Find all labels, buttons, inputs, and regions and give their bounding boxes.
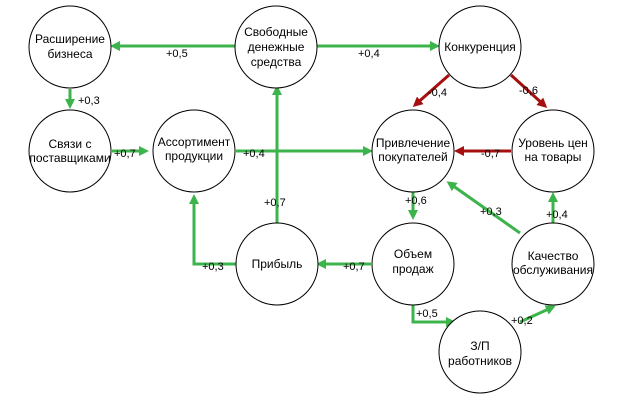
edge-competition-to-customer-attraction	[412, 73, 450, 107]
node-staff-salary: З/П работников	[438, 310, 522, 394]
edge-label: +0,7	[114, 148, 136, 160]
node-price-level: Уровень цен на товары	[511, 109, 595, 193]
node-service-quality: Качество обслуживания	[511, 222, 595, 306]
edge-profit-to-assortment	[189, 194, 236, 266]
edges	[65, 41, 558, 327]
edge-label: +0,6	[405, 195, 427, 207]
edge-label: -0,4	[428, 87, 447, 99]
edge-staff-salary-to-service-quality	[519, 305, 556, 324]
node-label: денежные	[248, 40, 305, 54]
node-label: Свободные	[244, 25, 308, 39]
node-sales-volume: Объем продаж	[371, 222, 455, 306]
node-label: обслуживания	[513, 263, 593, 277]
edge-label: +0,3	[480, 206, 502, 218]
node-supplier-relations: Связи с поставщиками	[28, 109, 112, 193]
node-profit: Прибыль	[235, 222, 319, 306]
node-label: продукции	[165, 149, 223, 163]
edge-label: +0,3	[78, 95, 100, 107]
node-label: Объем	[394, 247, 432, 261]
node-label: продаж	[392, 262, 433, 276]
edge-label: -0,6	[519, 85, 538, 97]
edge-label: +0,3	[202, 261, 224, 273]
node-customer-attraction: Привлечение покупателей	[371, 109, 455, 193]
node-label: покупателей	[378, 150, 447, 164]
node-label: Уровень цен	[518, 136, 588, 150]
edge-labels: +0,5 +0,4 +0,3 +0,7 +0,4 -0,4 -0,6 -0,7 …	[78, 48, 568, 327]
node-label: З/П	[470, 339, 489, 353]
edge-label: +0,2	[511, 315, 533, 327]
edge-service-quality-to-customer-attraction	[446, 181, 521, 235]
node-assortment: Ассортимент продукции	[152, 109, 236, 193]
node-label: Расширение	[35, 32, 105, 46]
edge-sales-volume-to-staff-salary	[411, 305, 456, 327]
edge-label: +0,7	[343, 261, 365, 273]
node-label: на товары	[525, 150, 582, 164]
node-label: Прибыль	[252, 257, 303, 271]
edge-label: +0,5	[416, 308, 438, 320]
edge-label: +0,5	[166, 48, 188, 60]
node-label: Качество	[528, 249, 579, 263]
node-label: средства	[251, 55, 302, 69]
node-competition: Конкуренция	[438, 5, 522, 89]
edge-label: +0,4	[358, 48, 380, 60]
node-label: бизнеса	[47, 47, 92, 61]
node-label: поставщиками	[29, 151, 110, 165]
node-label: Связи с	[49, 137, 92, 151]
node-business-expansion: Расширение бизнеса	[28, 5, 112, 89]
node-label: Ассортимент	[158, 135, 231, 149]
node-free-cash: Свободные денежные средства	[234, 5, 318, 89]
edge-label: -0,7	[481, 148, 500, 160]
edge-label: +0,4	[243, 148, 265, 160]
edge-label: +0,7	[264, 197, 286, 209]
node-label: Конкуренция	[444, 40, 516, 54]
edge-label: +0,4	[546, 209, 568, 221]
node-label: Привлечение	[376, 136, 451, 150]
node-label: работников	[448, 354, 512, 368]
edge-competition-to-price-level	[509, 73, 548, 109]
